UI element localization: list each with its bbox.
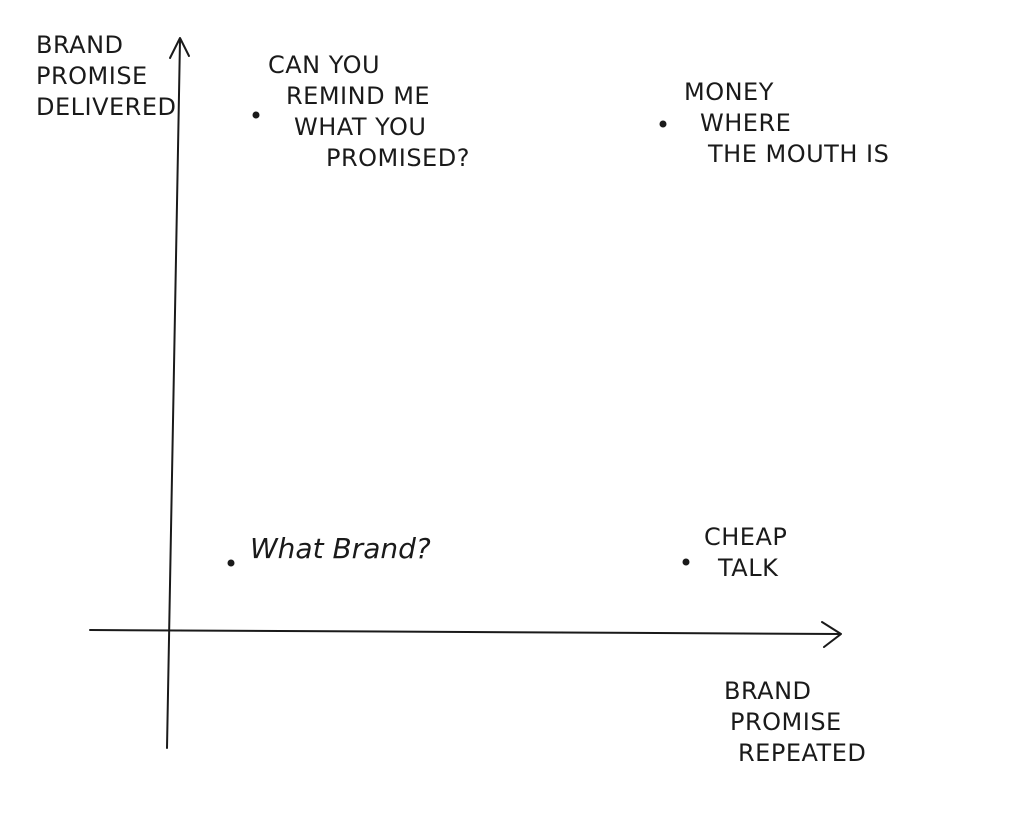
- quadrant-label-line: TALK: [718, 554, 779, 582]
- dot-top-left: [252, 111, 260, 119]
- quadrant-label-line: What Brand?: [250, 532, 431, 565]
- y-axis-label: BRAND PROMISE DELIVERED: [36, 30, 177, 123]
- y-axis-label-line: PROMISE: [36, 62, 148, 90]
- quadrant-label-line: CAN YOU: [268, 51, 381, 79]
- y-axis-arrowhead: [169, 37, 190, 59]
- x-axis-label-line: BRAND: [724, 677, 812, 705]
- quadrant-top-right-label: MONEY WHERE THE MOUTH IS: [684, 77, 889, 170]
- dot-bottom-left: [227, 559, 235, 567]
- y-axis-label-line: BRAND: [36, 31, 124, 59]
- dot-top-right: [659, 120, 667, 128]
- quadrant-bottom-left-label: What Brand?: [250, 533, 431, 564]
- quadrant-label-line: PROMISED?: [326, 144, 470, 172]
- quadrant-label-line: REMIND ME: [286, 82, 431, 110]
- y-axis-line: [166, 39, 181, 749]
- x-axis-label-line: REPEATED: [738, 739, 867, 767]
- quadrant-label-line: MONEY: [684, 78, 774, 106]
- x-axis-label-line: PROMISE: [730, 708, 842, 736]
- quadrant-label-line: WHERE: [700, 109, 792, 137]
- dot-bottom-right: [682, 558, 690, 566]
- x-axis-arrowhead: [821, 621, 842, 648]
- quadrant-label-line: THE MOUTH IS: [708, 140, 890, 168]
- x-axis-label: BRAND PROMISE REPEATED: [724, 676, 866, 769]
- y-axis-label-line: DELIVERED: [36, 93, 177, 121]
- quadrant-top-left-label: CAN YOU REMIND ME WHAT YOU PROMISED?: [268, 50, 470, 174]
- quadrant-label-line: CHEAP: [704, 523, 788, 551]
- x-axis-line: [89, 629, 841, 635]
- quadrant-label-line: WHAT YOU: [294, 113, 427, 141]
- quadrant-bottom-right-label: CHEAP TALK: [704, 522, 787, 584]
